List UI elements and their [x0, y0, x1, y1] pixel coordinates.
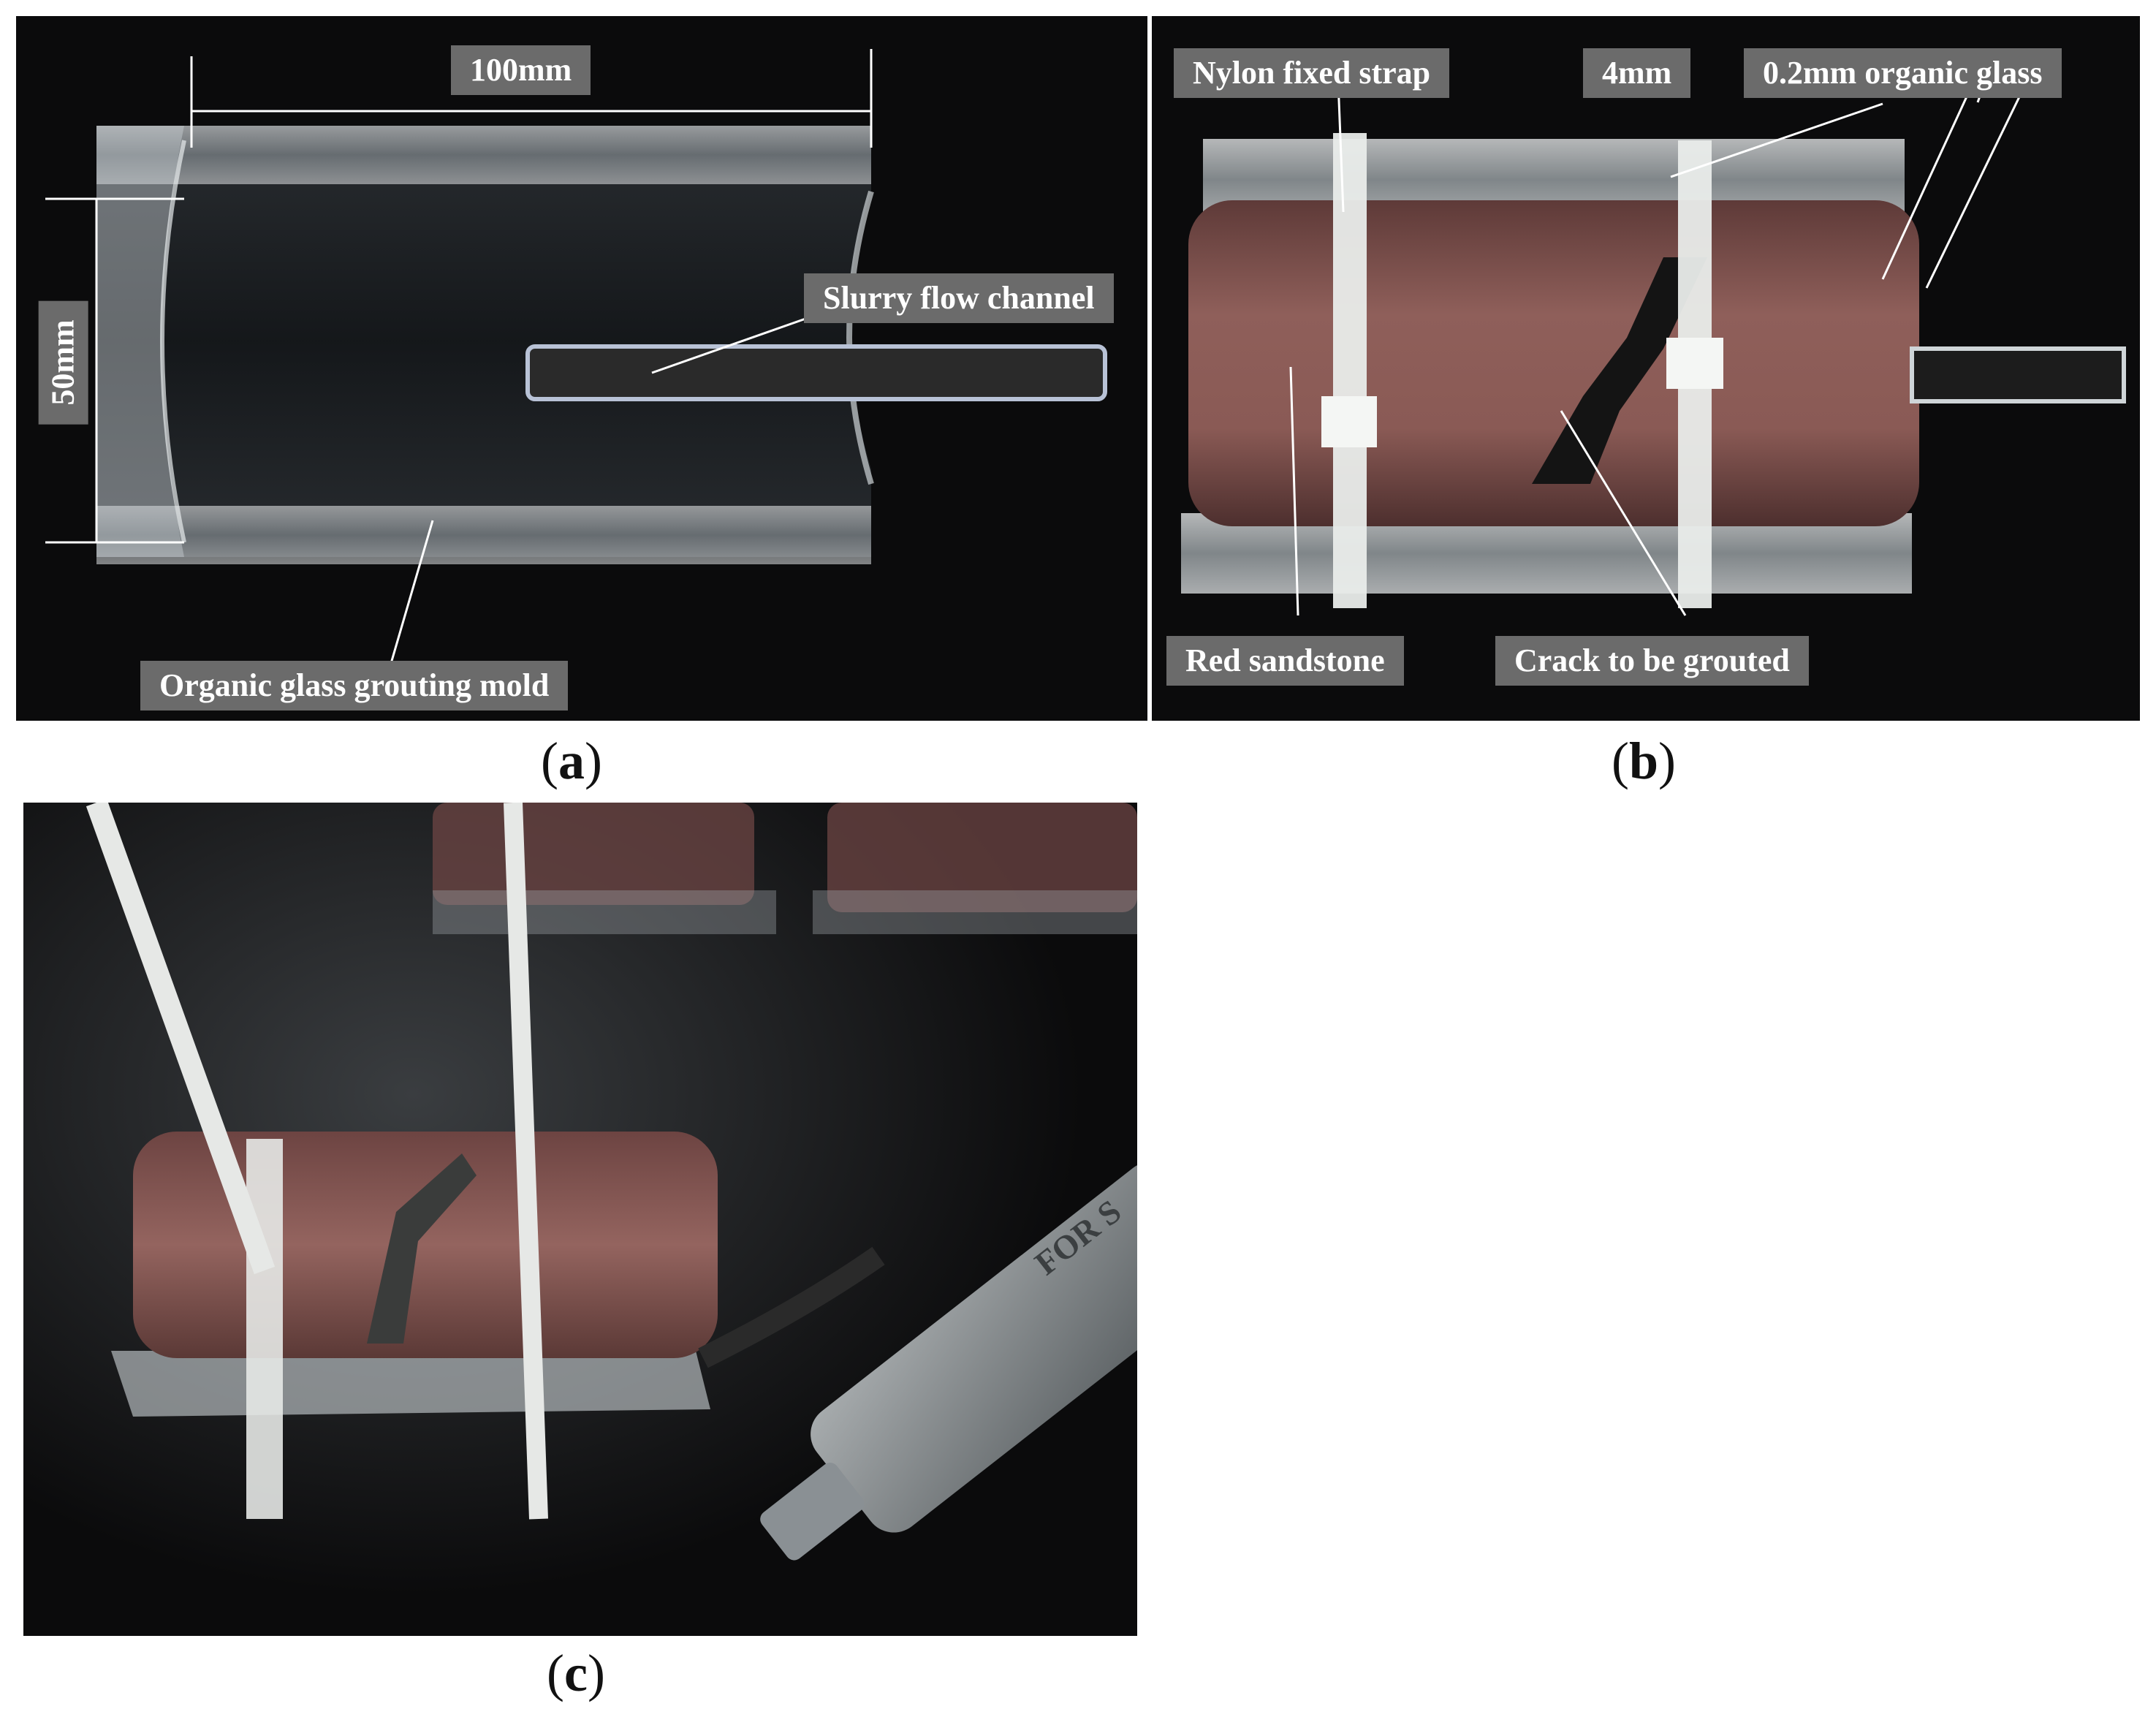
- caption-c-letter: c: [563, 1644, 588, 1702]
- caption-b-letter: b: [1628, 732, 1659, 790]
- caption-a-letter: a: [558, 732, 585, 790]
- photo-panel-b: Nylon fixed strap 4mm 0.2mm organic glas…: [1152, 16, 2140, 721]
- photo-panel-c: FOR S: [23, 803, 1137, 1636]
- photo-panel-a: 100mm 50mm Slurry flow channel Organic g…: [16, 16, 1147, 721]
- caption-b: (b): [1612, 732, 1677, 790]
- label-organic-glass: 0.2mm organic glass: [1744, 48, 2062, 98]
- caption-a: (a): [541, 732, 602, 790]
- label-crack-to-be-grouted: Crack to be grouted: [1495, 636, 1809, 686]
- caption-c: (c): [547, 1644, 605, 1702]
- dimension-label-width: 100mm: [451, 45, 591, 95]
- label-crack-width: 4mm: [1583, 48, 1691, 98]
- grouting-setup-photo: [23, 803, 1137, 1636]
- label-grouting-mold: Organic glass grouting mold: [140, 661, 569, 710]
- label-slurry-flow-channel: Slurry flow channel: [804, 273, 1114, 323]
- label-nylon-strap: Nylon fixed strap: [1174, 48, 1450, 98]
- label-red-sandstone: Red sandstone: [1166, 636, 1404, 686]
- grouting-mold-photo: [45, 49, 1107, 697]
- red-sandstone-specimen-photo: [1181, 81, 2126, 616]
- dimension-label-height: 50mm: [38, 300, 88, 425]
